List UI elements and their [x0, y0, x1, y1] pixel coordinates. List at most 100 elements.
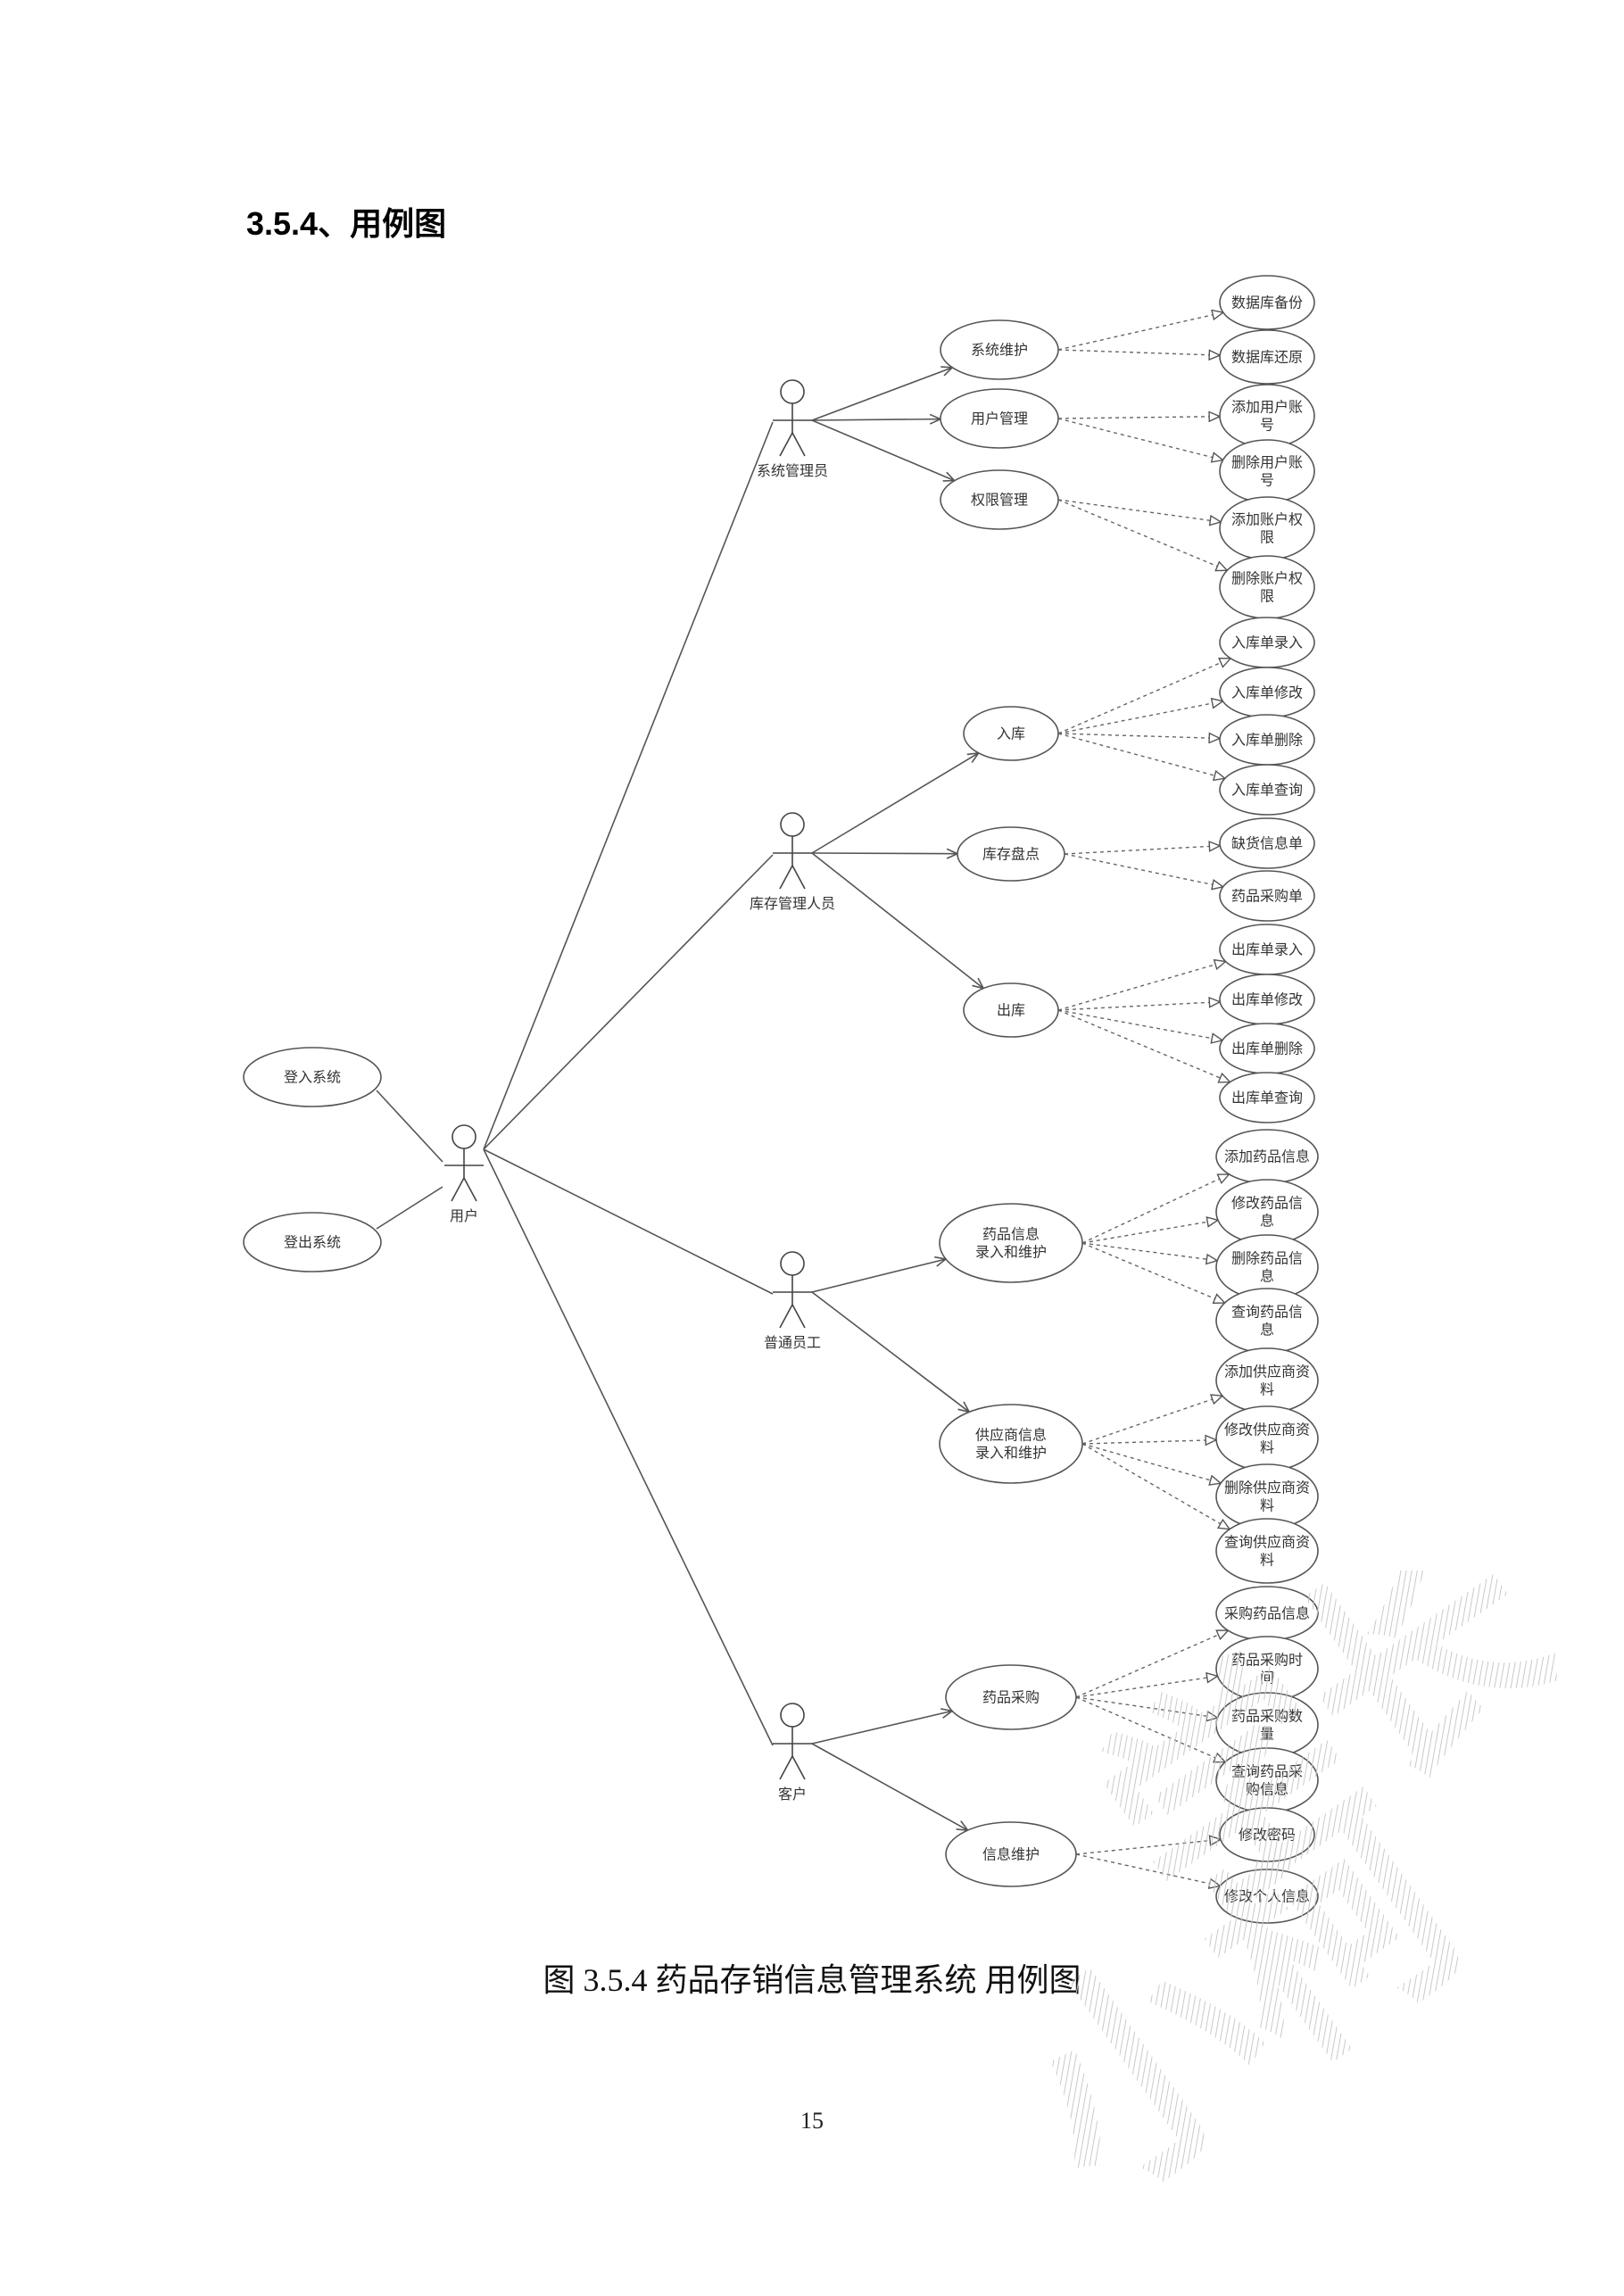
include-purchase-buy_info-arrowhead: [1215, 1629, 1230, 1641]
include-inv-shortage: [1064, 845, 1221, 855]
include-supp-query_supp: [1081, 1443, 1230, 1530]
assoc-root-a3: [483, 1148, 774, 1295]
usecase-buy-info: 采购药品信息: [1215, 1586, 1319, 1641]
include-in-in_query-arrowhead: [1212, 769, 1227, 782]
assoc-root-a1: [483, 421, 774, 1150]
usecase-shortage: 缺货信息单: [1219, 817, 1315, 869]
assoc-a1-user: [811, 418, 941, 421]
include-supp-edit_supp: [1081, 1438, 1217, 1445]
usecase-label: 号: [1260, 417, 1274, 434]
usecase-label: 药品采购: [982, 1689, 1040, 1706]
usecase-label: 限: [1260, 588, 1274, 605]
include-user-del_account-arrowhead: [1210, 452, 1225, 463]
assoc-a4-info-arrowhead: [956, 1820, 970, 1832]
include-perm-add_perm: [1057, 499, 1222, 523]
include-info-chg_pwd-arrowhead: [1208, 1835, 1222, 1846]
usecase-label: 息: [1260, 1213, 1274, 1230]
include-info-chg_personal: [1075, 1853, 1221, 1887]
usecase-label: 修改供应商资: [1224, 1422, 1310, 1438]
page-number: 15: [800, 2108, 824, 2134]
include-drug-del_drug-arrowhead: [1205, 1253, 1219, 1265]
include-purchase-buy_time-arrowhead: [1206, 1671, 1220, 1684]
usecase-out-query: 出库单查询: [1219, 1072, 1315, 1123]
usecase-label: 料: [1260, 1497, 1274, 1514]
usecase-in: 入库: [963, 706, 1059, 761]
include-out-out_edit: [1057, 1001, 1221, 1011]
usecase-label: 缺货信息单: [1231, 835, 1303, 852]
usecase-label: 登入系统: [284, 1069, 341, 1086]
include-out-out_delete: [1057, 1009, 1223, 1041]
usecase-out-edit: 出库单修改: [1219, 974, 1315, 1025]
section-heading: 3.5.4、用例图: [246, 205, 447, 242]
include-drug-query_drug: [1081, 1242, 1225, 1304]
assoc-root-a2: [483, 854, 774, 1150]
usecase-label: 录入和维护: [975, 1445, 1047, 1462]
usecase-label: 号: [1260, 472, 1274, 489]
usecase-label: 购信息: [1246, 1781, 1288, 1798]
usecase-chg-personal: 修改个人信息: [1215, 1869, 1319, 1924]
usecase-label: 出库单查询: [1231, 1090, 1303, 1107]
include-out-out_delete-arrowhead: [1210, 1032, 1224, 1044]
usecase-purchase: 药品采购: [945, 1664, 1077, 1730]
include-purchase-buy_query-arrowhead: [1212, 1752, 1227, 1763]
include-user-add_account-arrowhead: [1208, 410, 1222, 423]
include-in-in_query: [1057, 733, 1225, 779]
actor-label: 普通员工: [764, 1334, 821, 1351]
usecase-label: 药品采购时: [1231, 1652, 1303, 1669]
include-out-out_entry-arrowhead: [1213, 958, 1228, 971]
figure-caption: 图 3.5.4 药品存销信息管理系统 用例图: [543, 1962, 1081, 1998]
usecase-label: 息: [1260, 1268, 1274, 1285]
usecase-label: 权限管理: [971, 492, 1028, 509]
include-perm-del_perm-arrowhead: [1214, 560, 1229, 572]
actor-a3: 普通员工: [764, 1251, 821, 1351]
include-in-in_delete-arrowhead: [1208, 732, 1222, 744]
usecase-label: 系统维护: [971, 342, 1028, 359]
include-inv-purchase_order-arrowhead: [1211, 878, 1225, 891]
usecase-label: 量: [1260, 1726, 1274, 1743]
usecase-label: 药品采购单: [1231, 888, 1303, 905]
assoc-a1-perm: [811, 419, 955, 482]
usecase-db-backup: 数据库备份: [1219, 275, 1315, 330]
include-purchase-buy_info: [1075, 1629, 1229, 1698]
include-out-out_query: [1057, 1009, 1230, 1083]
include-purchase-buy_qty: [1075, 1696, 1218, 1719]
include-purchase-buy_qty-arrowhead: [1206, 1710, 1220, 1722]
usecase-in-edit: 入库单修改: [1219, 667, 1315, 718]
include-perm-add_perm-arrowhead: [1208, 514, 1222, 526]
include-info-chg_pwd: [1075, 1838, 1221, 1855]
usecase-label: 入库: [997, 725, 1025, 742]
assoc-root-login: [376, 1090, 443, 1163]
include-drug-query_drug-arrowhead: [1212, 1293, 1227, 1305]
actor-label: 系统管理员: [757, 462, 828, 479]
include-in-in_entry-arrowhead: [1218, 657, 1232, 668]
usecase-db-restore: 数据库还原: [1219, 329, 1315, 385]
usecase-label: 添加药品信息: [1224, 1148, 1310, 1165]
usecase-label: 库存盘点: [982, 846, 1040, 863]
usecase-label: 息: [1260, 1322, 1274, 1339]
usecase-label: 限: [1260, 529, 1274, 546]
usecase-label: 入库单录入: [1231, 634, 1303, 651]
include-purchase-buy_query: [1075, 1696, 1226, 1763]
include-supp-del_supp-arrowhead: [1208, 1474, 1222, 1486]
include-drug-edit_drug-arrowhead: [1206, 1216, 1220, 1228]
usecase-label: 出库: [997, 1002, 1025, 1019]
usecase-perm: 权限管理: [940, 469, 1059, 530]
usecase-label: 修改药品信: [1231, 1195, 1303, 1212]
usecase-label: 录入和维护: [975, 1244, 1047, 1261]
usecase-label: 采购药品信息: [1224, 1605, 1310, 1622]
include-supp-add_supp-arrowhead: [1209, 1394, 1224, 1405]
usecase-purchase-order: 药品采购单: [1219, 870, 1315, 922]
usecase-label: 料: [1260, 1381, 1274, 1398]
usecase-out: 出库: [963, 982, 1059, 1038]
assoc-a3-supp: [811, 1291, 970, 1413]
usecase-label: 入库单修改: [1231, 684, 1303, 701]
usecase-label: 查询药品信: [1231, 1304, 1303, 1321]
usecase-inv: 库存盘点: [957, 826, 1065, 882]
